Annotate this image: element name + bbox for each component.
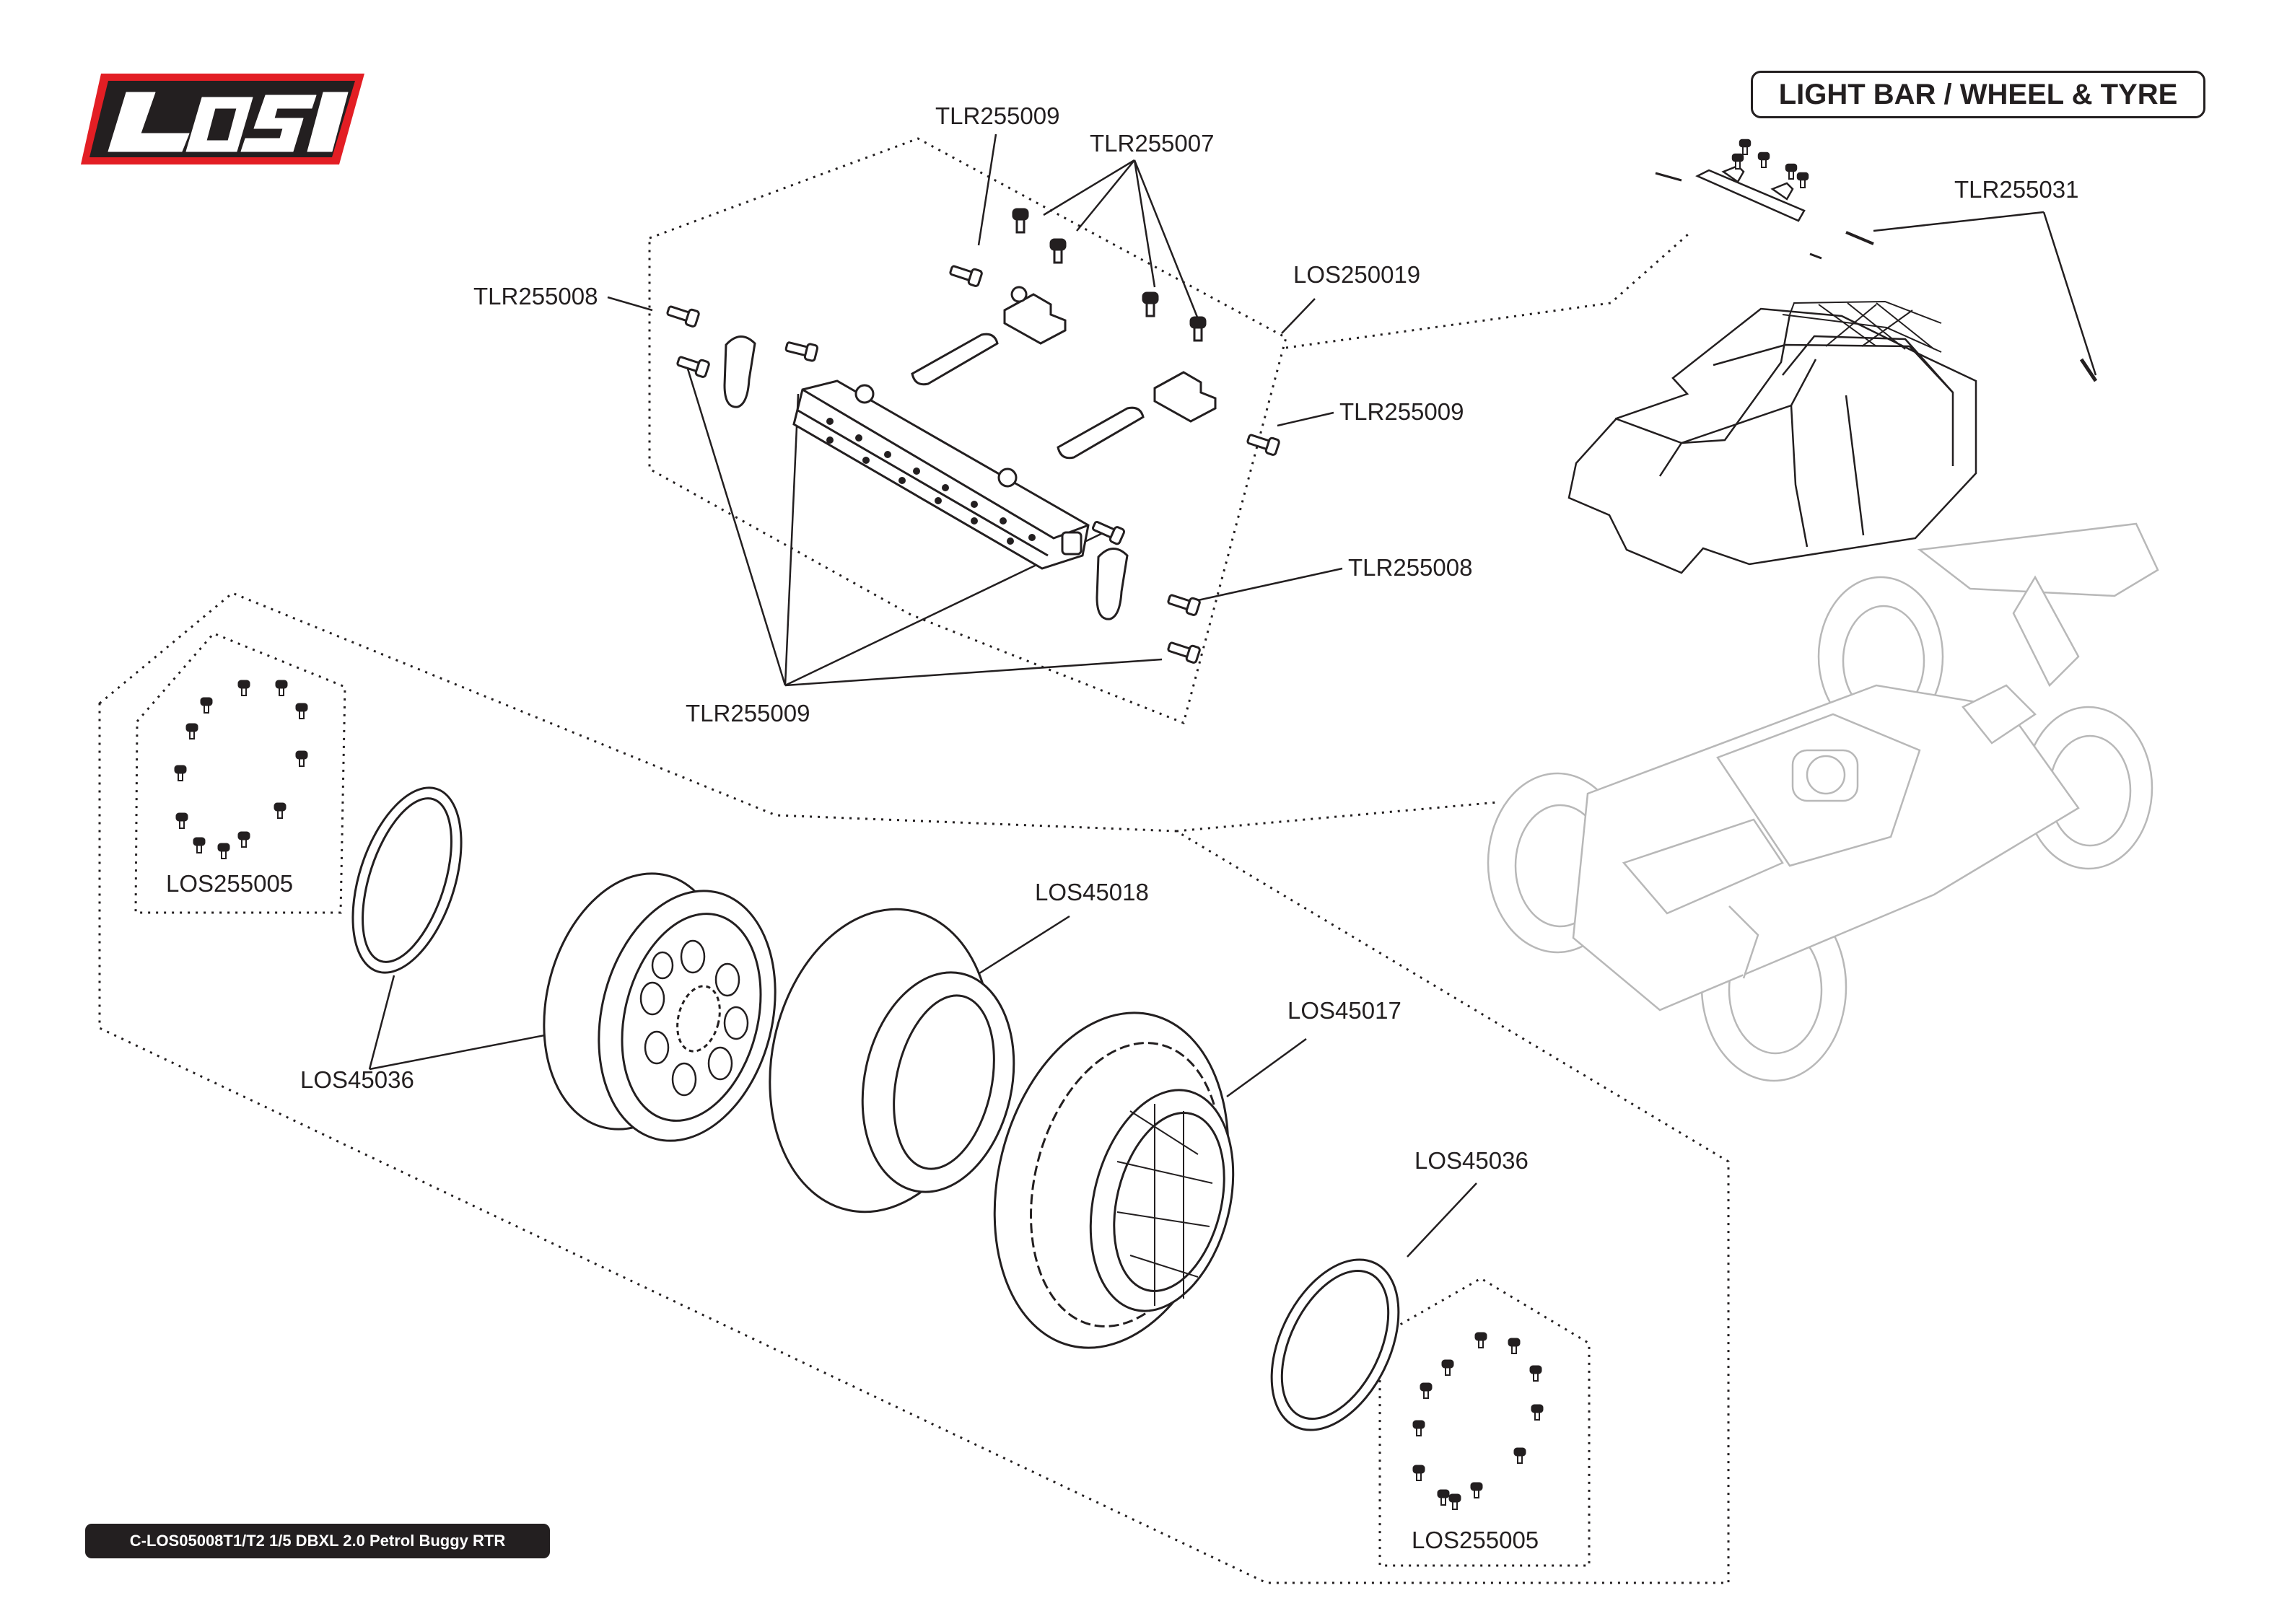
part-label-tlr255008-left: TLR255008 (473, 283, 598, 310)
section-title: LIGHT BAR / WHEEL & TYRE (1751, 71, 2205, 118)
part-label-tlr255009-bottom: TLR255009 (686, 700, 810, 727)
part-label-tlr255031: TLR255031 (1954, 176, 2079, 203)
part-label-los45036-right: LOS45036 (1414, 1147, 1529, 1174)
part-label-los45017: LOS45017 (1287, 997, 1401, 1024)
footer-model-label: C-LOS05008T1/T2 1/5 DBXL 2.0 Petrol Bugg… (85, 1524, 550, 1558)
part-label-tlr255007: TLR255007 (1090, 130, 1215, 157)
part-label-los255005-right: LOS255005 (1412, 1527, 1539, 1553)
part-label-los250019: LOS250019 (1293, 261, 1421, 288)
losi-logo (81, 74, 364, 164)
part-label-tlr255009-right: TLR255009 (1339, 398, 1464, 425)
assembly-outlines (98, 137, 1730, 1584)
wheel-tyre-assembly (174, 680, 1544, 1511)
part-label-tlr255009-top: TLR255009 (935, 102, 1060, 129)
vehicle-reference-drawing (1487, 522, 2159, 1082)
part-label-los45036-left: LOS45036 (300, 1066, 414, 1093)
part-label-los45018: LOS45018 (1035, 879, 1149, 905)
body-shell-with-light-bar (1567, 139, 2098, 574)
part-label-los255005-left: LOS255005 (166, 870, 294, 897)
light-bar-assembly (665, 208, 1281, 664)
part-label-tlr255008-right: TLR255008 (1348, 554, 1473, 581)
